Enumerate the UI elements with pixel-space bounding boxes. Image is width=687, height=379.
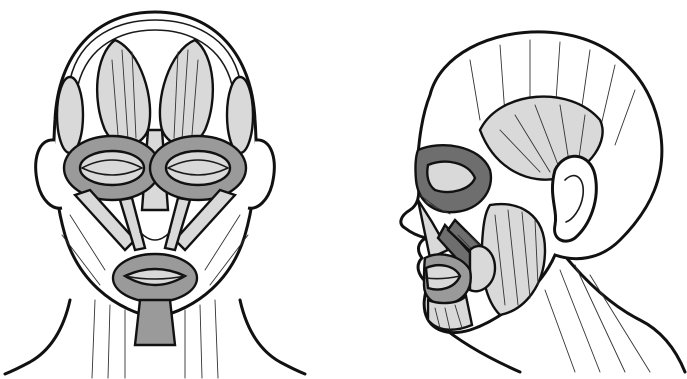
front-right-temporalis (227, 77, 253, 153)
front-left-shoulder-line (5, 300, 70, 374)
front-left-eye (80, 151, 144, 185)
front-view-head (5, 12, 305, 378)
front-right-eye (166, 151, 230, 185)
front-left-temporalis (57, 77, 83, 153)
side-back-neck-line (560, 250, 685, 372)
front-mentalis (135, 300, 175, 345)
front-right-shoulder-line (240, 300, 305, 374)
side-view-head (401, 32, 685, 372)
